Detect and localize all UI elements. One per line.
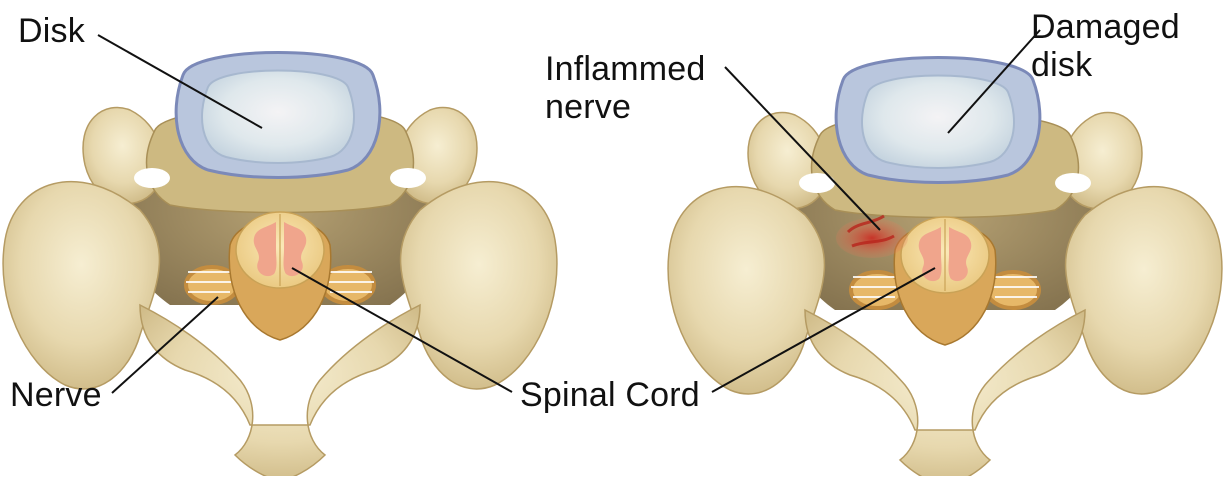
label-nerve: Nerve (10, 376, 102, 414)
inflammation-area (836, 218, 908, 258)
damaged-disk (836, 58, 1040, 183)
label-disk: Disk (18, 12, 85, 50)
healthy-disk (176, 53, 380, 178)
label-damaged-disk: Damaged disk (1031, 8, 1180, 84)
label-spinal-cord: Spinal Cord (520, 376, 700, 414)
label-inflammed-nerve: Inflammed nerve (545, 50, 706, 126)
